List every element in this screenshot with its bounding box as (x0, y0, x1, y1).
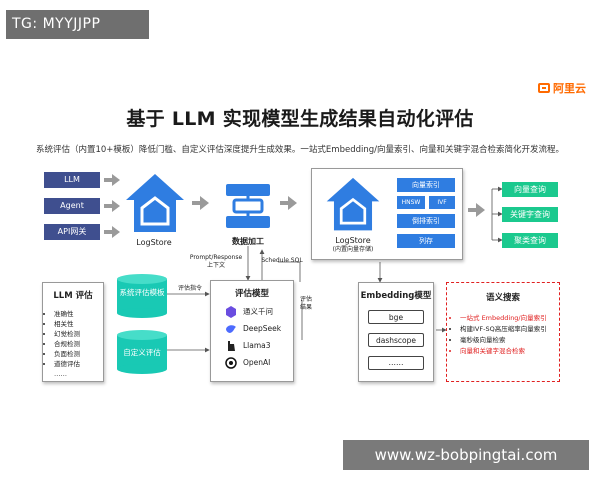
llm-eval-panel: LLM 评估 准确性 相关性 幻觉检测 合规检测 负面检测 道德评估 …… (42, 282, 104, 382)
openai-icon (225, 356, 237, 369)
logstore-icon (126, 174, 184, 232)
model-name: 通义千问 (243, 307, 273, 316)
list-item: 构建IVF-SQ高压缩率向量索引 (460, 324, 555, 335)
logstore-vector-label: LogStore (335, 236, 371, 245)
diagram-subtitle: 系统评估（内置10+模板）降低门槛、自定义评估深度提升生成效果。一站式Embed… (35, 145, 565, 155)
llm-eval-title: LLM 评估 (53, 291, 93, 301)
custom-template-label: 自定义评估 (123, 348, 161, 357)
model-name: Llama3 (243, 341, 271, 350)
output-cluster-query: 聚类查询 (502, 233, 558, 248)
list-item: 道德评估 (54, 359, 103, 369)
ivf-box: IVF (429, 196, 455, 209)
aliyun-logo: 阿里云 (538, 80, 586, 96)
semantic-search-list: 一站式 Embedding/向量索引 构建IVF-SQ高压缩率向量索引 毫秒级向… (451, 313, 555, 357)
data-processing-icon (226, 184, 270, 228)
embedding-item-more: …… (368, 356, 424, 370)
list-item: 负面检测 (54, 349, 103, 359)
output-keyword-query: 关键字查询 (502, 207, 558, 222)
model-name: OpenAI (243, 358, 271, 367)
model-row-llama: Llama3 (225, 337, 293, 354)
llama-icon (228, 340, 235, 351)
list-item: 准确性 (54, 309, 103, 319)
inverted-index-box: 倒排索引 (397, 214, 455, 228)
model-row-qwen: 通义千问 (225, 303, 293, 320)
system-template-label: 系统评估模板 (119, 288, 165, 297)
watermark-bottom: www.wz-bobpingtai.com (343, 440, 589, 470)
list-item: 相关性 (54, 319, 103, 329)
model-name: DeepSeek (243, 324, 282, 333)
edge-label-schedule-sql: Schedule SQL (261, 257, 303, 264)
edge-label-prompt-response: Prompt/Response (189, 254, 243, 261)
list-item: …… (54, 370, 67, 378)
semantic-search-title: 语义搜索 (485, 293, 520, 303)
hnsw-box: HNSW (397, 196, 425, 209)
aliyun-logo-text: 阿里云 (553, 82, 586, 95)
eval-models-title: 评估模型 (235, 289, 270, 299)
column-store-box: 列存 (397, 234, 455, 248)
edge-label-eval-instruction: 评估指令 (177, 285, 202, 292)
aliyun-logo-icon (538, 83, 550, 93)
list-item: 毫秒级向量检索 (460, 335, 555, 346)
embedding-item-bge: bge (368, 310, 424, 324)
input-api-gateway: API网关 (44, 224, 100, 240)
data-processing-label: 数据加工 (232, 237, 264, 246)
edge-label-context: 上下文 (206, 262, 225, 269)
flow-arrows (104, 174, 485, 238)
eval-models-panel: 评估模型 通义千问 DeepSeek Llama3 OpenAI (210, 280, 294, 382)
list-item: 向量和关键字混合检索 (460, 346, 555, 357)
custom-template-cylinder (117, 330, 167, 374)
watermark-top: TG: MYYJJPP (6, 10, 149, 39)
model-row-deepseek: DeepSeek (225, 320, 293, 337)
input-llm: LLM (44, 172, 100, 188)
input-agent: Agent (44, 198, 100, 214)
list-item: 幻觉检测 (54, 329, 103, 339)
list-item: 合规检测 (54, 339, 103, 349)
logstore-vector-sublabel: (内置向量存储) (332, 246, 374, 253)
list-item: 一站式 Embedding/向量索引 (460, 313, 555, 324)
llm-eval-list: 准确性 相关性 幻觉检测 合规检测 负面检测 道德评估 …… (43, 309, 103, 379)
logstore-label: LogStore (136, 238, 172, 247)
model-row-openai: OpenAI (225, 354, 293, 371)
deepseek-icon (226, 324, 236, 333)
logstore-vector-icon (326, 177, 380, 231)
semantic-search-panel: 语义搜索 一站式 Embedding/向量索引 构建IVF-SQ高压缩率向量索引… (446, 282, 560, 382)
vector-index-box: 向量索引 (397, 178, 455, 192)
edge-label-eval-result: 评估结果 (300, 296, 313, 311)
diagram-title: 基于 LLM 实现模型生成结果自动化评估 (126, 108, 474, 130)
embedding-item-dashscope: dashscope (368, 333, 424, 347)
system-template-cylinder (117, 274, 167, 318)
qwen-icon (226, 305, 236, 318)
embedding-title: Embedding模型 (360, 291, 432, 301)
output-vector-query: 向量查询 (502, 182, 558, 197)
